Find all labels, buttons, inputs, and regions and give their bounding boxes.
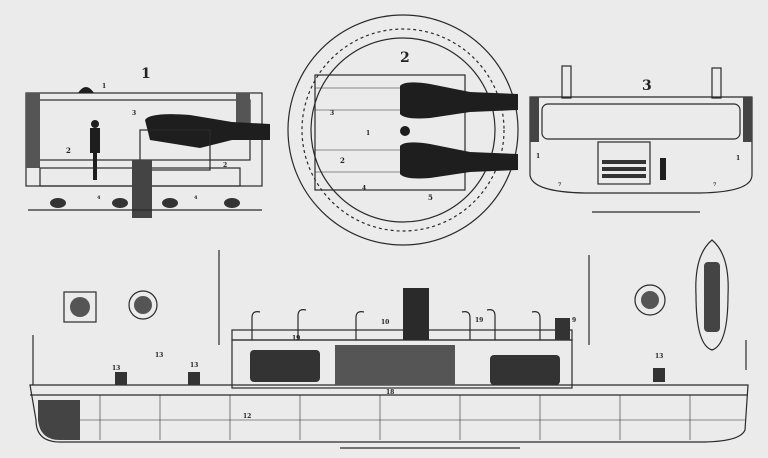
inner-ring (310, 37, 496, 223)
rail-deck (231, 329, 573, 341)
callout: 4 (97, 195, 101, 201)
rollers (50, 198, 240, 208)
hull-outline (29, 384, 749, 443)
callout: 10 (381, 319, 389, 326)
sailor-head (91, 120, 99, 128)
figure-1-number: 1 (141, 66, 151, 82)
funnel-right (711, 67, 722, 99)
gun-barrel (145, 114, 270, 148)
callout: 2 (223, 162, 227, 169)
outer-ring (287, 14, 519, 246)
callout: 4 (362, 185, 366, 192)
callout: 1 (366, 130, 370, 137)
figure-person (660, 158, 666, 180)
callout: 7 (713, 182, 717, 188)
turret-aft (490, 355, 560, 385)
figure-3-cross-section: 3 1 1 7 7 (529, 65, 753, 213)
turret-fore (250, 350, 320, 382)
callout: 12 (243, 413, 251, 420)
callout: 13 (155, 352, 163, 359)
bulkheads (99, 395, 691, 440)
sailor-figure (90, 128, 100, 180)
deck-plan-detail (695, 239, 729, 351)
funnel (403, 288, 429, 340)
sighting-hood (78, 87, 94, 93)
callout: 13 (112, 365, 120, 372)
figure-1-turret-section: 1 1 2 2 3 4 4 (25, 66, 270, 218)
ventilators (251, 309, 541, 340)
callout: 13 (655, 353, 663, 360)
hull-elevation: 13 13 13 13 19 19 10 9 18 12 (29, 250, 749, 449)
callout: 1 (736, 155, 740, 162)
masts (32, 250, 747, 385)
callout: 13 (190, 362, 198, 369)
engine-room (335, 345, 455, 385)
shell-room (597, 141, 651, 185)
deck-houses (115, 318, 665, 385)
callout: 2 (340, 156, 345, 165)
armour-left (530, 97, 539, 142)
callout: 18 (386, 389, 394, 396)
figure-3-number: 3 (642, 78, 652, 94)
callout: 1 (536, 153, 540, 160)
hull-section (529, 96, 753, 194)
callout: 3 (132, 110, 136, 117)
callout: 1 (102, 83, 106, 90)
gun-carriage (139, 129, 211, 171)
slide-rails (315, 87, 400, 173)
callout: 19 (475, 317, 483, 324)
round-detail-fill (134, 296, 152, 314)
gun-barrel-upper (400, 82, 518, 119)
ammo-box-fill (70, 297, 90, 317)
callout: 7 (558, 182, 562, 188)
armour-right (743, 97, 752, 142)
figure-2-number: 2 (400, 50, 410, 66)
round-detail-left (128, 290, 158, 320)
shell-stack (602, 160, 646, 178)
figure-2-turret-plan: 2 1 2 3 4 5 (287, 14, 519, 246)
armour-left (26, 93, 40, 168)
round-detail-right (634, 284, 666, 316)
callout: 19 (292, 335, 300, 342)
bow-compartment (38, 400, 80, 440)
funnel-left (561, 65, 572, 99)
callout: 5 (428, 193, 433, 202)
callout: 4 (194, 195, 198, 201)
callout: 9 (572, 317, 576, 324)
central-spindle (132, 160, 152, 218)
detail-sketches (63, 239, 729, 351)
upper-compartment (541, 103, 741, 140)
pivot (400, 126, 410, 136)
callout: 2 (66, 146, 71, 155)
deck-plan-fill (704, 262, 720, 332)
armour-right (236, 93, 250, 128)
gun-barrel-lower (400, 142, 518, 179)
callout: 3 (330, 110, 334, 117)
roller-ring (301, 28, 505, 232)
gun-platform (314, 74, 466, 191)
round-detail-fill (641, 291, 659, 309)
ammo-box-detail (63, 291, 97, 323)
